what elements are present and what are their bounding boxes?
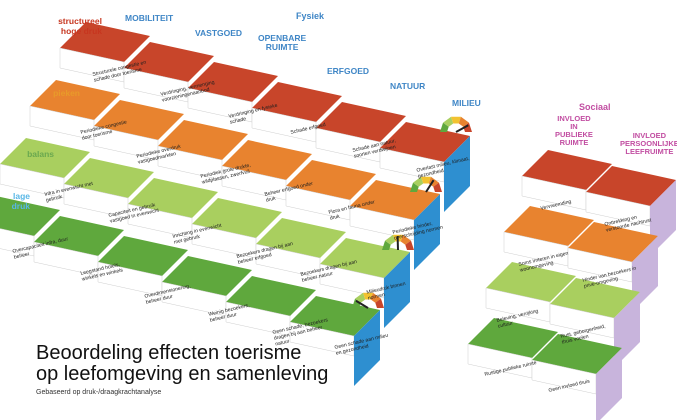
block-publieke-ruimte-structureel-top [522,150,612,190]
column-header-invloed-persoonlijke-leefruimte: INVLOED PERSOONLIJKE LEEFRUIMTE [620,131,677,156]
block-milieu-pieken-side [414,194,440,270]
main-title-line-1: Beoordeling effecten toerisme [36,342,302,364]
level-label-pieken: pieken [53,88,80,98]
column-header-vastgoed: VASTGOED [195,28,243,38]
milieu-gauge-structureel-segment [458,116,469,127]
milieu-gauge-structureel-segment [463,122,472,132]
block-erfgoed-structureel-top [252,82,342,122]
column-header-invloed-publieke-ruimte: INVLOED IN PUBLIEKE RUIMTE [555,114,593,147]
milieu-gauge-balans-segment [385,234,396,245]
milieu-gauge-structureel-segment [443,116,454,127]
group-title-sociaal: Sociaal [579,102,611,112]
group-title-fysiek: Fysiek [296,11,325,21]
milieu-gauge-pieken-segment [410,182,419,192]
subtitle: Gebaseerd op druk-/draagkrachtanalyse [36,389,162,396]
block-publieke-ruimte-balans-top [486,262,576,302]
block-erfgoed-pieken-top [222,140,312,180]
main-title: Beoordeling effecten toerisme op leefomg… [36,343,328,385]
block-openbare-ruimte-pieken-top [158,120,248,160]
milieu-gauge-lage-segment [363,292,373,300]
block-erfgoed-lage-top [162,256,252,296]
block-erfgoed-balans-top [192,198,282,238]
block-natuur-structureel-top [316,102,406,142]
block-natuur-lage-top [226,276,316,316]
block-milieu-balans-side [384,252,410,328]
milieu-gauge-pieken-needle [425,179,435,193]
block-openbare-ruimte-balans-top [128,178,218,218]
column-header-natuur: NATUUR [390,81,426,91]
block-persoonlijke-leefruimte-balans-top [550,278,640,318]
block-mobiliteit-structureel-top [60,22,150,62]
block-natuur-balans-top [256,218,346,258]
block-publieke-ruimte-pieken-top [504,206,594,246]
block-vastgoed-structureel-top [124,42,214,82]
block-persoonlijke-leefruimte-structureel-top [586,166,676,206]
milieu-gauge-structureel-segment [440,122,449,132]
column-header-openbare-ruimte: OPENBARE RUIMTE [258,33,307,52]
block-milieu-structureel-top [380,122,470,162]
column-header-milieu: MILIEU [452,98,481,108]
level-label-lage: lage druk [11,191,30,211]
block-milieu-lage-side [354,310,380,386]
block-publieke-ruimte-lage-top [468,318,558,358]
block-persoonlijke-leefruimte-lage-top [532,334,622,374]
block-vastgoed-lage-top [34,216,124,256]
block-natuur-pieken-top [286,160,376,200]
milieu-gauge-balans-segment [405,240,414,250]
column-header-mobiliteit: MOBILITEIT [125,13,174,23]
milieu-gauge-lage-segment [352,298,361,308]
main-title-line-2: op leefomgeving en samenleving [36,363,329,385]
milieu-gauge-structureel-needle [455,124,469,133]
milieu-gauge-pieken-segment [413,176,424,187]
block-persoonlijke-leefruimte-lage-side [596,348,622,420]
milieu-gauge-balans-segment [400,234,411,245]
milieu-gauge-lage-needle [355,299,369,309]
milieu-gauge-pieken-segment [433,182,442,192]
milieu-gauge-structureel-segment [451,116,461,124]
column-header-erfgoed: ERFGOED [327,66,370,76]
block-openbare-ruimte-structureel-top [188,62,278,102]
block-milieu-structureel-side [444,136,470,212]
milieu-gauge-lage-segment [370,292,381,303]
milieu-gauge-lage-segment [355,292,366,303]
block-openbare-ruimte-lage-top [98,236,188,276]
level-label-balans: balans [27,149,54,159]
block-mobiliteit-pieken-top [30,80,120,120]
block-vastgoed-balans-top [64,158,154,198]
block-mobiliteit-lage-top [0,196,60,236]
block-mobiliteit-balans-top [0,138,90,178]
milieu-gauge-balans-segment [382,240,391,250]
level-label-structureel: structureel hoge druk [58,16,102,36]
block-persoonlijke-leefruimte-pieken-top [568,222,658,262]
milieu-gauge-pieken-segment [421,176,431,184]
milieu-gauge-lage-segment [375,298,384,308]
block-vastgoed-pieken-top [94,100,184,140]
